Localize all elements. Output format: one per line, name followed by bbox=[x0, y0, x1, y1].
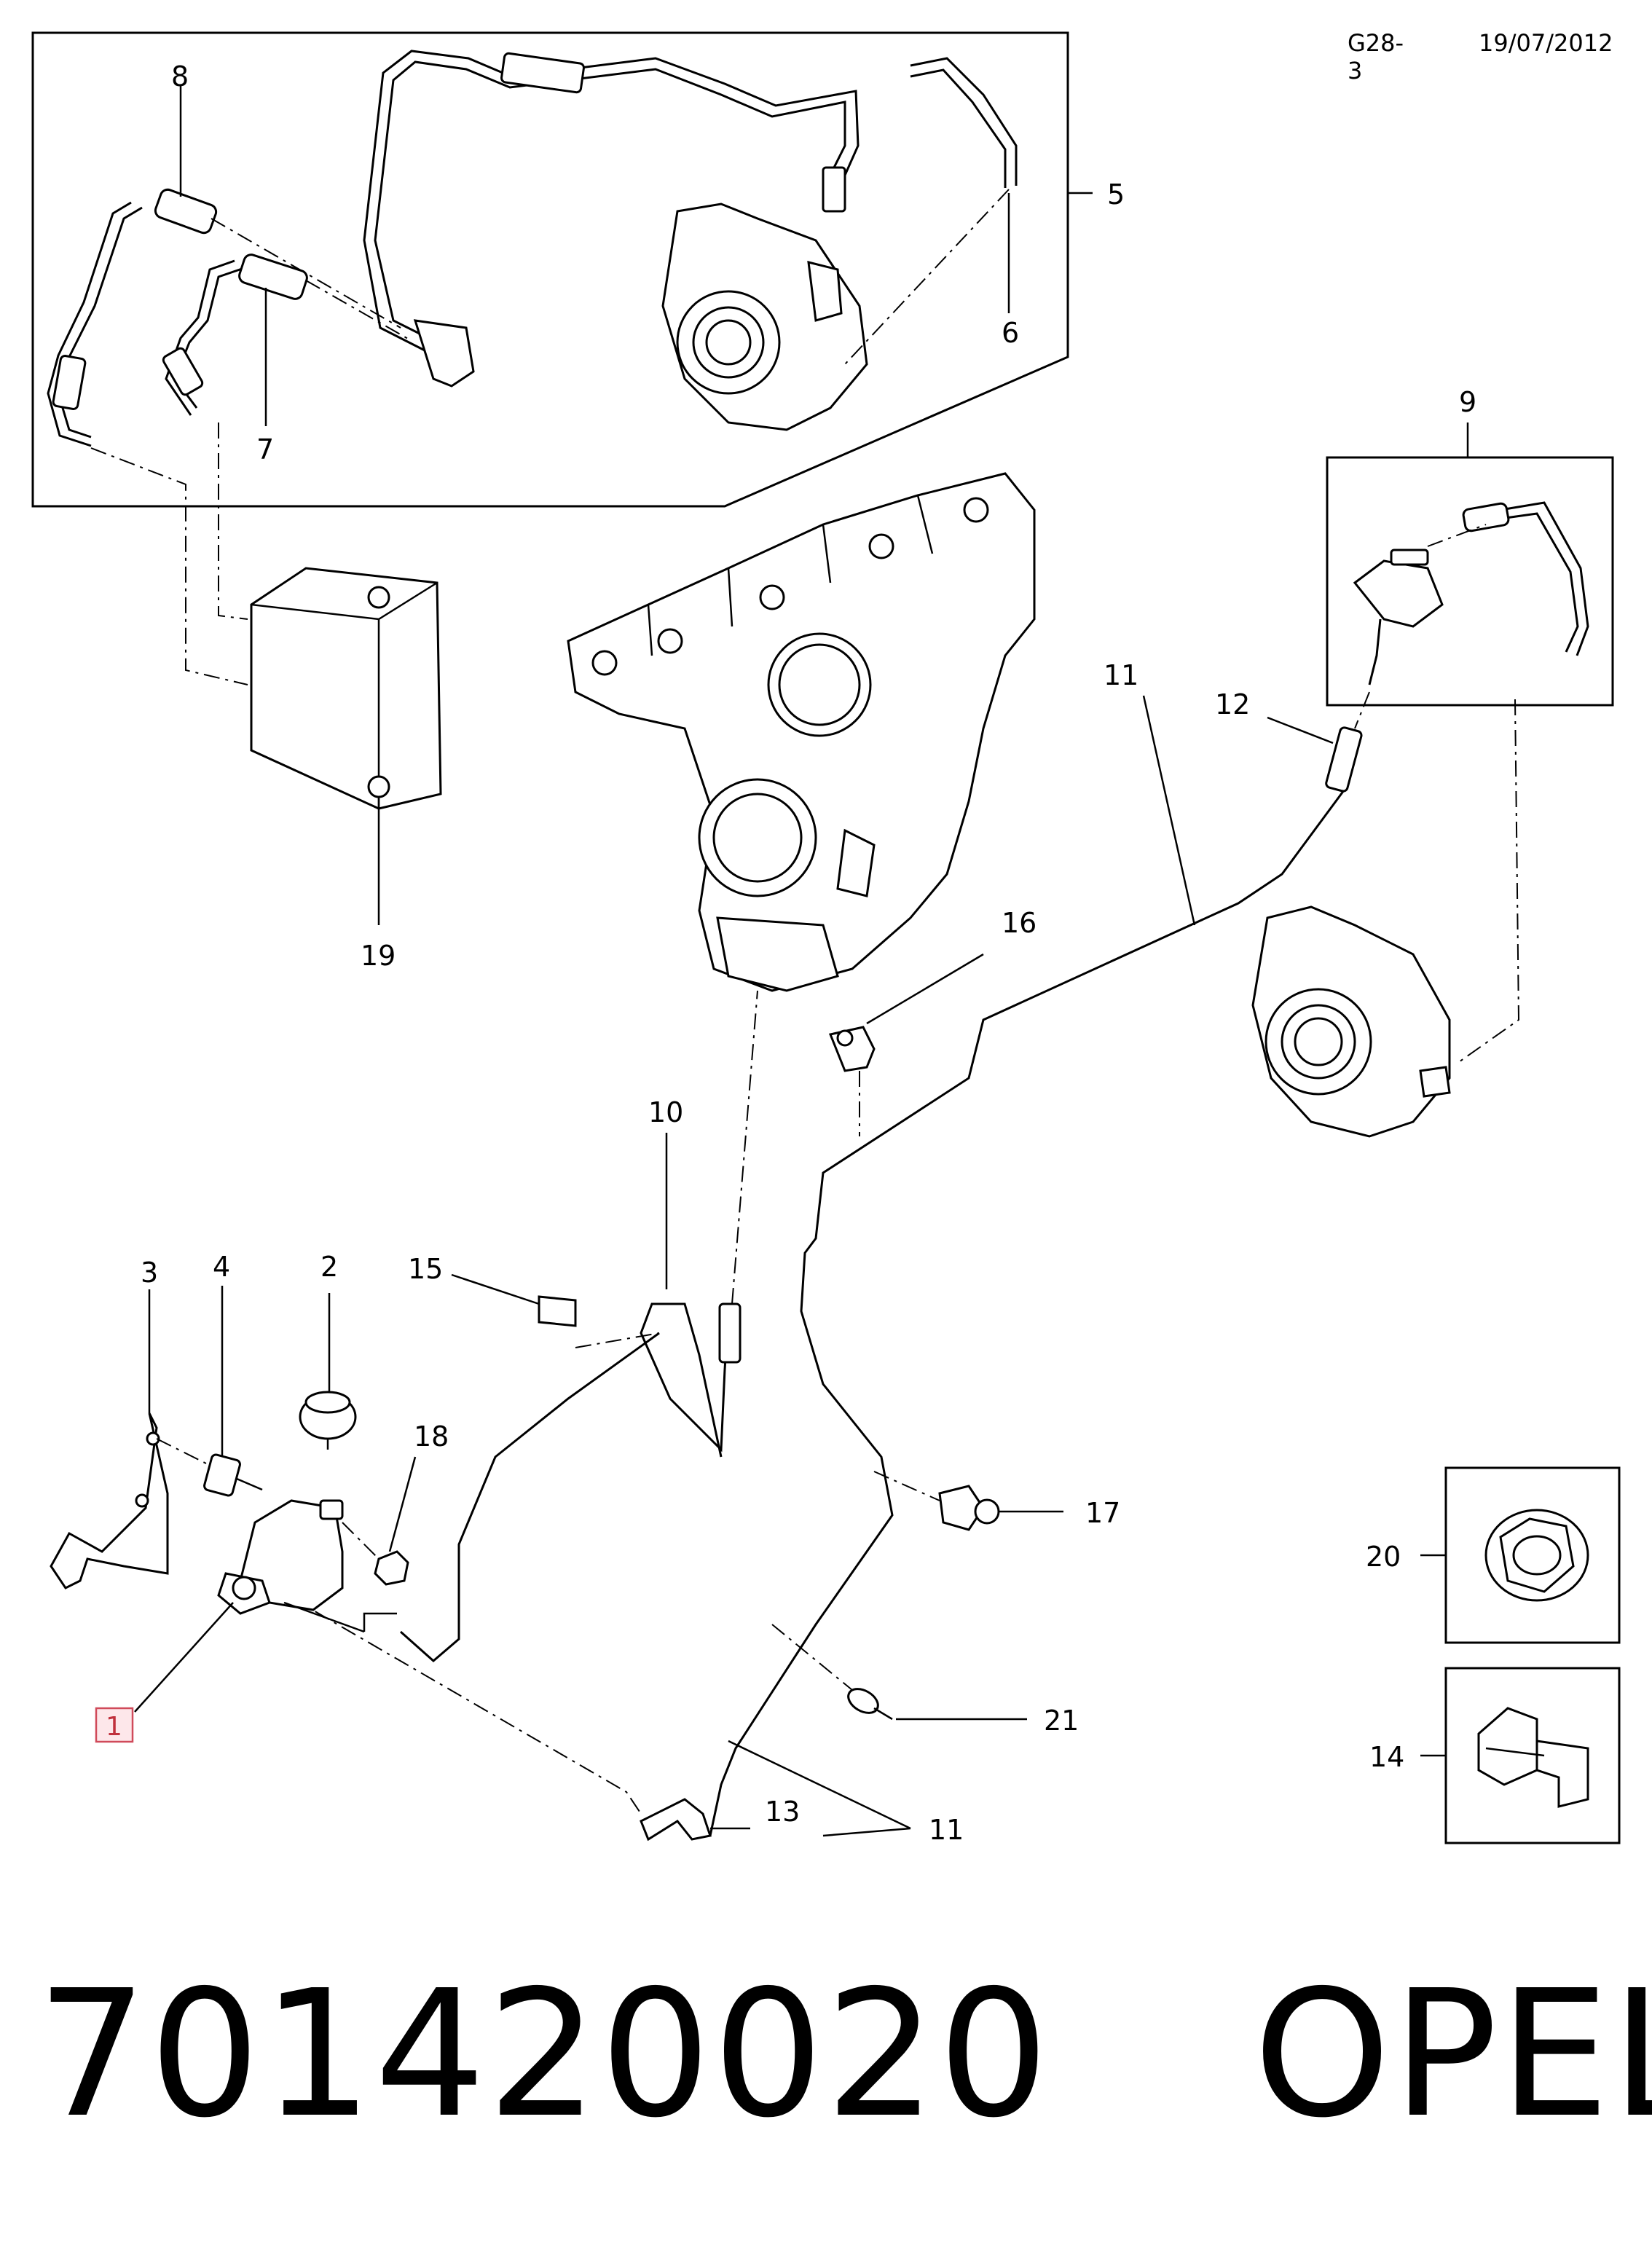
flange-nut-20[interactable] bbox=[1484, 1509, 1589, 1602]
vacuum-line-11[interactable] bbox=[709, 790, 1345, 1836]
leader-18 bbox=[388, 1456, 417, 1552]
leader-11-lower-2 bbox=[822, 1827, 911, 1837]
solenoid-valve-1[interactable] bbox=[217, 1499, 365, 1633]
bracket-bend bbox=[363, 1612, 397, 1632]
callout-11-bottom: 11 bbox=[929, 1814, 964, 1846]
dash-1-to-18 bbox=[342, 1522, 379, 1560]
leader-1 bbox=[134, 1602, 234, 1713]
vacuum-line-actuator[interactable] bbox=[400, 1332, 660, 1662]
callout-2: 2 bbox=[320, 1251, 338, 1283]
callout-15: 15 bbox=[408, 1253, 443, 1285]
vacuum-reservoir-19[interactable] bbox=[250, 567, 442, 810]
callout-3: 3 bbox=[141, 1257, 158, 1289]
dash-9-to-12 bbox=[1354, 691, 1370, 729]
clip-15[interactable] bbox=[538, 1295, 577, 1327]
callout-17: 17 bbox=[1085, 1497, 1120, 1529]
callout-9: 9 bbox=[1459, 386, 1476, 418]
diagram-date: 19/07/2012 bbox=[1479, 29, 1613, 57]
callout-7: 7 bbox=[256, 433, 274, 465]
dash-8-to-19 bbox=[90, 447, 248, 685]
inset-frame-9 bbox=[1326, 456, 1614, 707]
callout-10: 10 bbox=[648, 1096, 683, 1128]
callout-1-highlight[interactable]: 1 bbox=[95, 1707, 134, 1743]
callout-19: 19 bbox=[361, 940, 396, 972]
dash-8-to-pipe bbox=[211, 218, 401, 329]
callout-14: 14 bbox=[1369, 1741, 1404, 1773]
clip-16[interactable] bbox=[828, 1026, 876, 1072]
hose-7[interactable] bbox=[162, 253, 309, 416]
callout-13: 13 bbox=[765, 1796, 800, 1828]
callout-11-top: 11 bbox=[1104, 659, 1138, 691]
callout-5: 5 bbox=[1107, 178, 1125, 211]
callout-8: 8 bbox=[171, 60, 189, 93]
callout-6: 6 bbox=[1002, 317, 1019, 349]
bracket-3[interactable] bbox=[50, 1412, 169, 1589]
dash-7-to-19 bbox=[218, 423, 248, 620]
diagram-reference: G28-3 bbox=[1348, 29, 1404, 85]
clip-17[interactable] bbox=[938, 1485, 1000, 1531]
callout-20: 20 bbox=[1366, 1541, 1401, 1573]
cap-2[interactable] bbox=[299, 1391, 357, 1450]
footer-caption: 701420020 OPEL bbox=[36, 1967, 1652, 2142]
turbocharger-manifold bbox=[567, 472, 1036, 992]
clip-21[interactable] bbox=[844, 1684, 893, 1721]
callout-16: 16 bbox=[1002, 907, 1037, 939]
leader-16 bbox=[866, 953, 984, 1025]
dash-21 bbox=[771, 1624, 853, 1691]
hose-assembly-9[interactable] bbox=[1353, 501, 1589, 685]
dash-1-to-13 bbox=[261, 1580, 642, 1815]
hose-12[interactable] bbox=[1325, 726, 1363, 793]
leader-15 bbox=[451, 1273, 540, 1305]
part-number: 701420020 bbox=[36, 1952, 1051, 2156]
dash-3-to-4 bbox=[156, 1438, 208, 1465]
callout-18: 18 bbox=[414, 1420, 449, 1453]
leader-11-lower bbox=[728, 1740, 911, 1830]
hose-13[interactable] bbox=[640, 1798, 712, 1842]
inset-frame-5 bbox=[31, 31, 1069, 508]
dash-10 bbox=[731, 990, 758, 1305]
hose-10[interactable] bbox=[640, 1302, 742, 1458]
callout-4: 4 bbox=[213, 1251, 230, 1283]
nut-18[interactable] bbox=[374, 1550, 409, 1586]
dash-15 bbox=[575, 1332, 660, 1348]
brand-name: OPEL bbox=[1253, 1952, 1652, 2156]
leader-11-upper bbox=[1142, 695, 1196, 926]
vacuum-pipe-assembly[interactable] bbox=[363, 50, 1018, 388]
dash-7-to-pipe bbox=[305, 280, 409, 339]
callout-1: 1 bbox=[106, 1712, 122, 1742]
callout-21: 21 bbox=[1044, 1705, 1079, 1737]
clip-14[interactable] bbox=[1477, 1707, 1589, 1808]
isolator-4[interactable] bbox=[203, 1453, 263, 1497]
dash-6 bbox=[844, 189, 1010, 365]
vacuum-pump-top bbox=[661, 203, 868, 431]
callout-12: 12 bbox=[1215, 688, 1250, 720]
vacuum-pump-right bbox=[1251, 905, 1451, 1138]
dash-9-to-pump bbox=[1456, 699, 1520, 1064]
dash-9-top bbox=[1427, 524, 1487, 547]
hose-8[interactable] bbox=[47, 188, 218, 447]
leader-12 bbox=[1267, 716, 1334, 744]
dash-17 bbox=[873, 1471, 940, 1501]
